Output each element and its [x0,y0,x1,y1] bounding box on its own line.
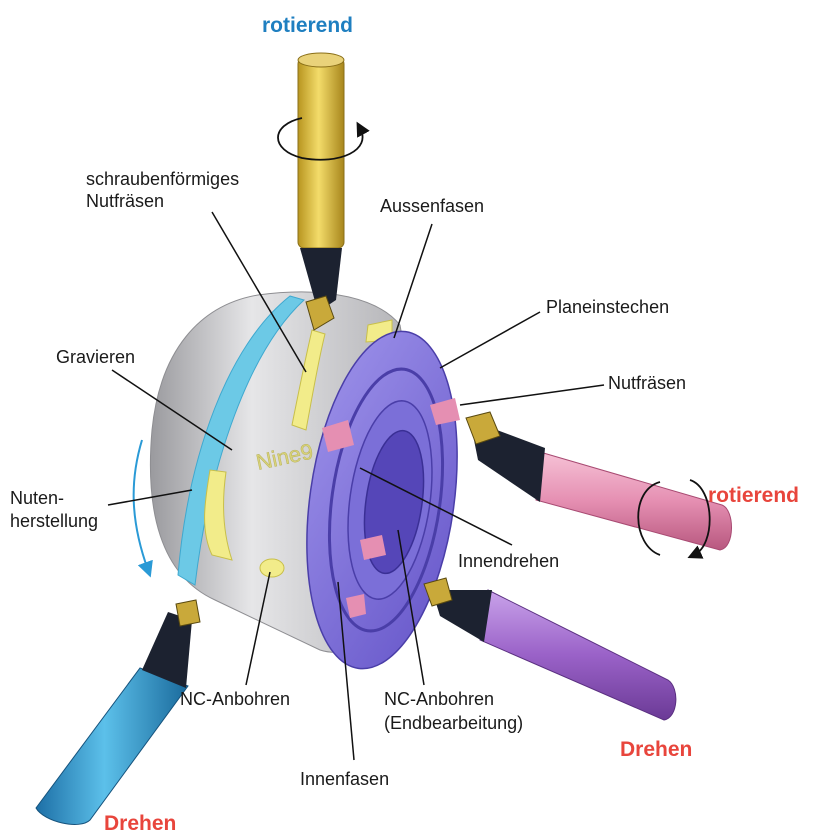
leader-outer-chamfer [394,224,432,338]
label-inner-turning: Innendrehen [458,550,559,572]
leader-slot-milling [460,385,604,405]
nc-hole [260,559,284,577]
label-grooving-line1: Nuten- [10,487,64,509]
label-slot-milling: Nutfräsen [608,372,686,394]
mode-top-rotating: rotierend [262,14,353,38]
label-engraving: Gravieren [56,346,135,368]
label-inner-chamfer: Innenfasen [300,768,389,790]
right-tool-shank [536,452,732,550]
mode-right-rotating: rotierend [708,484,799,508]
mode-bottom-left-turning: Drehen [104,812,176,836]
leader-face-grooving [440,312,540,368]
purple-tool-shank [480,590,676,720]
label-helical-slot-line2: Nutfräsen [86,190,164,212]
label-nc-centering-finish-line2: (Endbearbeitung) [384,712,523,734]
label-nc-centering: NC-Anbohren [180,688,290,710]
top-tool-end [298,53,344,67]
label-face-grooving: Planeinstechen [546,296,669,318]
cyan-tool-shank [36,668,188,824]
grooving-direction-arrow [134,440,148,570]
label-helical-slot-line1: schraubenförmiges [86,168,239,190]
cyan-tool-insert [176,600,200,626]
top-tool-shank [298,58,344,248]
label-outer-chamfer: Aussenfasen [380,195,484,217]
right-tool [466,412,732,555]
label-grooving-line2: herstellung [10,510,98,532]
top-tool [278,53,363,330]
label-nc-centering-finish-line1: NC-Anbohren [384,688,494,710]
mode-bottom-right-turning: Drehen [620,738,692,762]
